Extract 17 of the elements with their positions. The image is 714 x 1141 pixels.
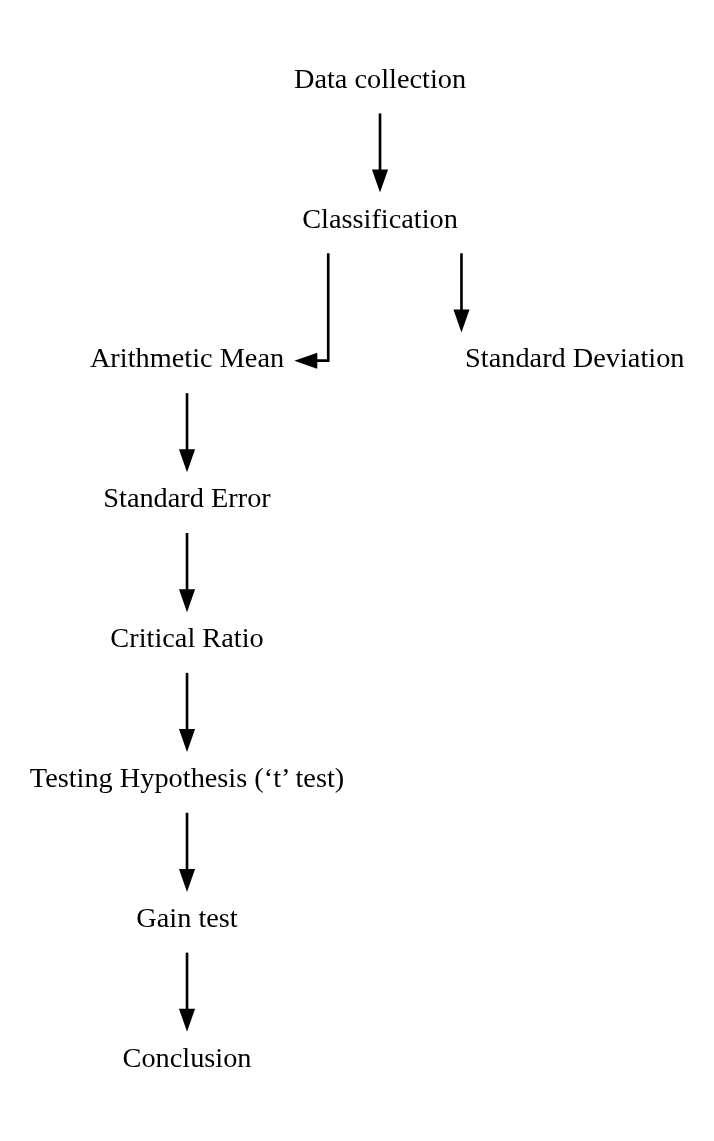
arrow (371, 113, 389, 193)
node-text: Arithmetic Mean (89, 342, 285, 374)
node-text: Critical Ratio (110, 622, 264, 654)
arrow (178, 393, 196, 473)
node-text: Standard Error (103, 482, 271, 514)
arrow (178, 812, 196, 892)
arrow (178, 533, 196, 613)
node-text: Classification (302, 202, 458, 234)
arrow (178, 672, 196, 753)
arrow (294, 253, 330, 369)
node-text: Data collection (293, 62, 467, 94)
node-text: Gain test (136, 901, 238, 933)
arrow (178, 952, 196, 1032)
node-text: Standard Deviation (465, 342, 685, 374)
node-text: Conclusion (122, 1041, 252, 1073)
node-text: Testing Hypothesis (‘t’ test) (29, 762, 345, 794)
arrow (453, 253, 470, 333)
